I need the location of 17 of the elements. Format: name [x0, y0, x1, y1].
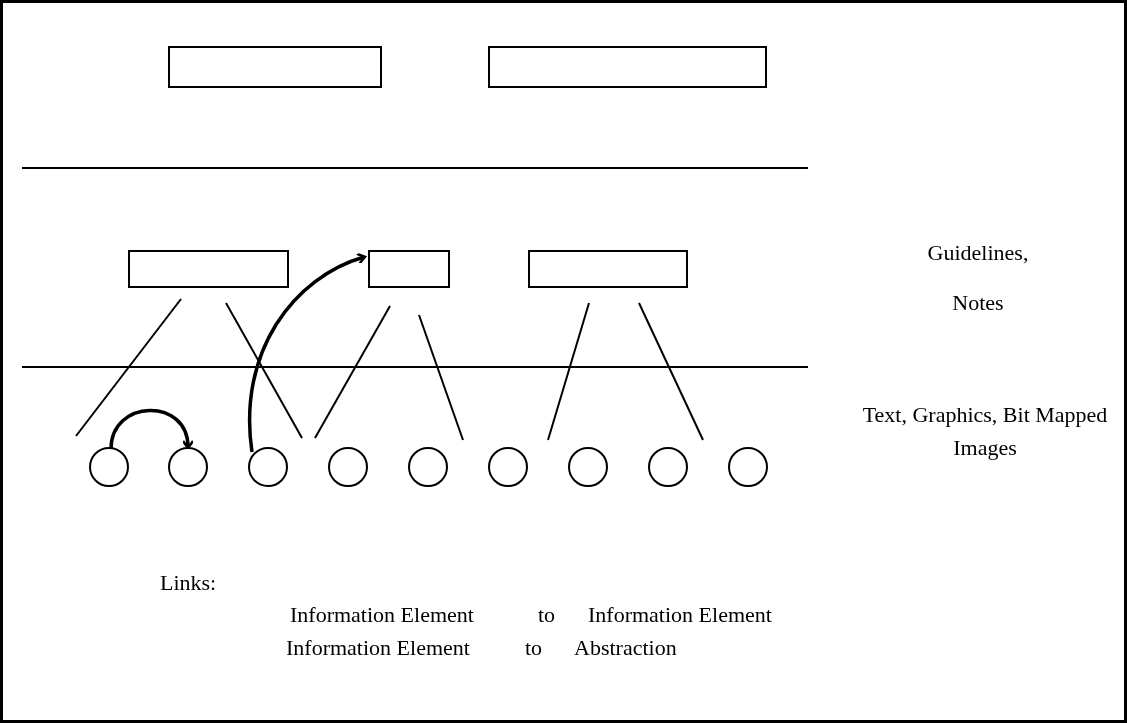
- abstraction-box: [528, 250, 688, 288]
- curved-arrow: [248, 253, 367, 453]
- label-text: to: [538, 601, 556, 629]
- curved-arrow: [109, 408, 194, 450]
- label-text: Abstraction: [574, 634, 677, 662]
- label-text: Information Element: [290, 601, 474, 629]
- label-text: to: [525, 634, 543, 662]
- label-text: Guidelines,: [926, 239, 1030, 267]
- abstraction-box: [488, 46, 767, 88]
- label-text: Notes: [951, 289, 1005, 317]
- label-text: Text, Graphics, Bit Mapped Images: [861, 401, 1109, 462]
- label-text: Links:: [160, 569, 217, 597]
- abstraction-box: [128, 250, 289, 288]
- label-text: Information Element: [588, 601, 772, 629]
- label-text: Information Element: [286, 634, 470, 662]
- abstraction-box: [168, 46, 382, 88]
- abstraction-box: [368, 250, 450, 288]
